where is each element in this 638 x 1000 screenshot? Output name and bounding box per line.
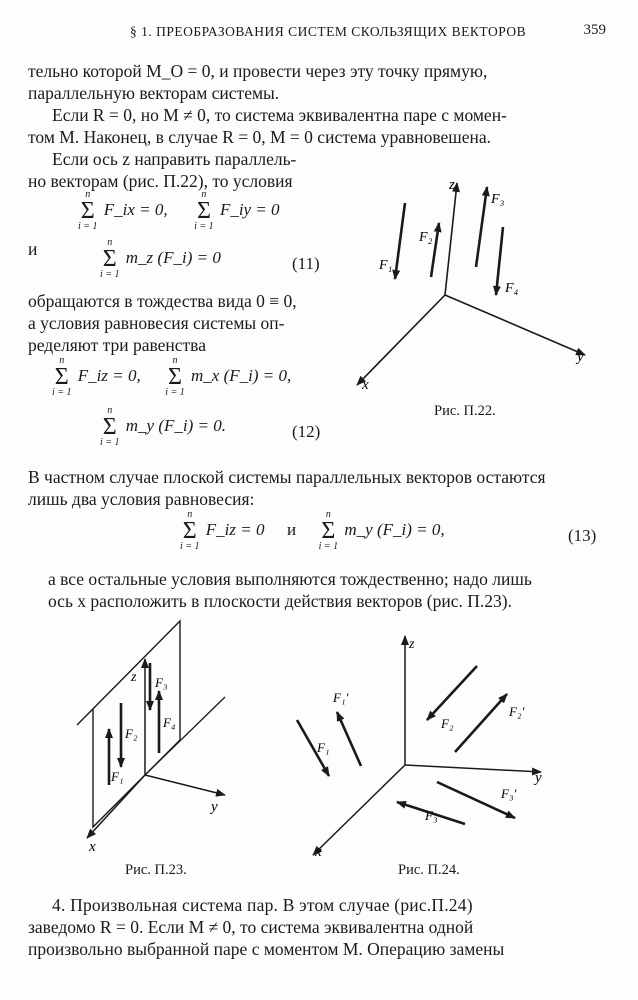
label-f4: F₄ — [162, 715, 176, 730]
vector-f2-prime — [454, 693, 508, 753]
label-f3: F₃ — [154, 675, 167, 690]
x-axis — [312, 764, 406, 856]
eq-fiy: F_iy = 0 — [219, 199, 280, 219]
plane-line — [144, 696, 226, 776]
eq-fiz: F_iz = 0, — [77, 365, 141, 385]
label-x: x — [88, 839, 96, 855]
label-f3: F₃ — [490, 192, 505, 207]
label-f3-prime: F₃′ — [500, 786, 516, 801]
p7-line1: 4. Произвольная система пар. В этом случ… — [52, 895, 473, 915]
p6-line2: ось x расположить в плоскости действия в… — [48, 591, 512, 611]
caption-p22: Рис. П.22. — [434, 403, 496, 419]
p5-line1: В частном случае плоской системы паралле… — [28, 467, 546, 487]
label-f3: F₃ — [424, 808, 437, 823]
vector-f3 — [396, 800, 466, 826]
p6-line1: а все остальные условия выполняются тожд… — [48, 569, 532, 589]
vector-f3 — [474, 186, 490, 268]
label-z: z — [448, 177, 455, 193]
y-axis — [444, 294, 586, 356]
label-y: y — [209, 799, 218, 815]
p2-line2: том M. Наконец, в случае R = 0, M = 0 си… — [28, 127, 492, 147]
vector-f1 — [392, 202, 407, 280]
vector-f4 — [492, 226, 505, 296]
z-axis — [444, 182, 461, 296]
x-axis — [86, 774, 146, 839]
label-f1: F₁ — [378, 258, 392, 273]
label-f2: F₂ — [124, 726, 138, 741]
caption-p23: Рис. П.23. — [125, 862, 187, 878]
label-y: y — [533, 770, 542, 786]
eq-fiz-plane: F_iz = 0 — [205, 519, 265, 539]
eq-mx: m_x (F_i) = 0, — [191, 365, 292, 385]
equation-number-12: (12) — [292, 422, 321, 441]
conjunction-and: и — [28, 239, 38, 259]
label-y: y — [575, 349, 584, 365]
label-f2-prime: F₂′ — [508, 704, 524, 719]
label-f2: F₂ — [418, 230, 433, 245]
p4-line1: обращаются в тождества вида 0 ≡ 0, — [28, 291, 297, 311]
eq-my: m_y (F_i) = 0. — [125, 415, 227, 435]
figure-p24: z y x F₁ F₁′ F₂ F₂′ F₃ F₃′ — [295, 635, 542, 860]
y-axis — [404, 764, 542, 776]
p7-line3: произвольно выбранной паре с моментом M.… — [28, 939, 505, 959]
label-f4: F₄ — [504, 281, 519, 296]
caption-p24: Рис. П.24. — [398, 862, 460, 878]
running-title: § 1. ПРЕОБРАЗОВАНИЯ СИСТЕМ СКОЛЬЗЯЩИХ ВЕ… — [130, 24, 527, 39]
page-number: 359 — [583, 22, 607, 38]
figure-p22: z y x F₁ F₂ F₃ F₄ — [356, 177, 586, 393]
p4-line3: ределяют три равенства — [28, 335, 206, 355]
eq-fix: F_ix = 0, — [103, 199, 168, 219]
label-f1-prime: F₁′ — [332, 690, 348, 705]
p3-line1: Если ось z направить параллель- — [52, 149, 297, 169]
p4-line2: а условия равновесия системы оп- — [28, 313, 285, 333]
p1-line1: тельно которой M_O = 0, и провести через… — [28, 61, 488, 81]
label-f2: F₂ — [440, 716, 454, 731]
p7-line2: заведомо R = 0. Если M ≠ 0, то система э… — [28, 917, 474, 937]
p1-line2: параллельную векторам системы. — [28, 83, 280, 103]
eq-mz: m_z (F_i) = 0 — [125, 247, 221, 267]
label-x: x — [361, 377, 369, 393]
eq-and: и — [286, 519, 297, 539]
label-x: x — [314, 844, 322, 860]
vector-f3-prime — [436, 780, 516, 820]
p2-line1: Если R = 0, но M ≠ 0, то система эквивал… — [52, 105, 507, 125]
equation-number-13: (13) — [568, 526, 597, 545]
vector-f2 — [429, 222, 442, 278]
y-axis — [144, 774, 226, 797]
vector-f1-prime — [335, 711, 363, 767]
x-axis — [356, 294, 446, 386]
label-f1: F₁ — [316, 740, 329, 755]
figure-p23: z y x F₁ F₂ F₃ F₄ — [76, 619, 226, 855]
equation-number-11: (11) — [292, 254, 320, 273]
p5-line2: лишь два условия равновесия: — [28, 489, 255, 509]
label-z: z — [130, 670, 137, 685]
p3-line2: но векторам (рис. П.22), то условия — [28, 171, 293, 191]
vector-f1 — [295, 719, 331, 777]
vector-f2 — [426, 665, 478, 721]
eq-my-plane: m_y (F_i) = 0, — [344, 519, 445, 539]
label-z: z — [408, 637, 415, 652]
label-f1: F₁ — [110, 769, 123, 784]
